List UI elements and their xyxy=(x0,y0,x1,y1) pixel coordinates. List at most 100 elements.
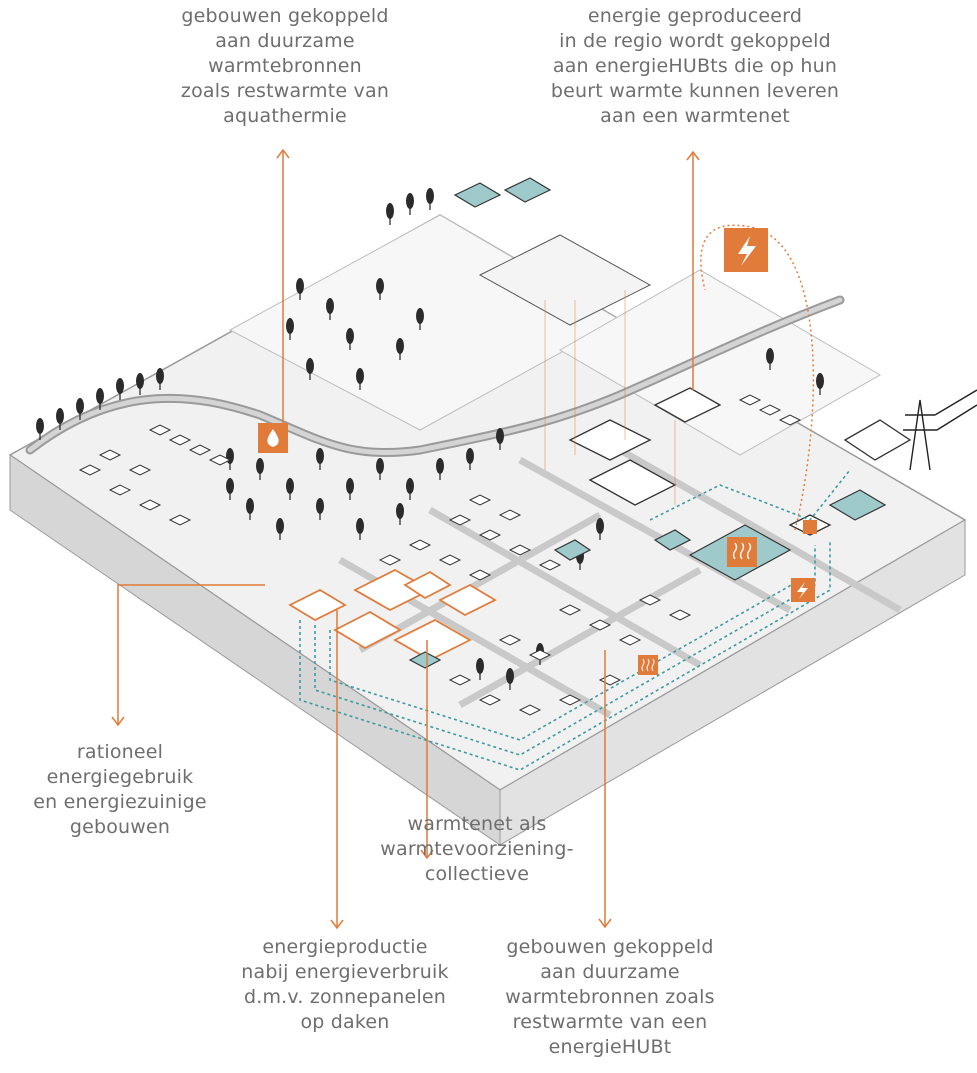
lightning-icon xyxy=(724,228,768,272)
house xyxy=(168,434,192,446)
tree xyxy=(496,428,504,450)
house xyxy=(668,609,692,621)
main-road-inner xyxy=(27,297,843,456)
tree xyxy=(426,188,434,210)
tree xyxy=(356,518,364,540)
pipe-loop-mid xyxy=(314,545,816,756)
teal-building-c xyxy=(453,182,502,208)
house xyxy=(498,509,522,521)
house xyxy=(98,449,122,461)
house xyxy=(518,704,542,716)
solar-building-5 xyxy=(438,583,497,617)
solar-roof-buildings xyxy=(288,568,497,662)
tree xyxy=(256,458,264,480)
street-grid xyxy=(338,446,902,719)
tree xyxy=(436,458,444,480)
street-e xyxy=(458,566,702,709)
ground-slab xyxy=(8,214,967,846)
solar-building-2 xyxy=(333,610,402,650)
tree xyxy=(406,478,414,500)
tree xyxy=(296,278,304,300)
house xyxy=(758,404,782,416)
pylon-wire-1 xyxy=(934,389,977,416)
tree xyxy=(816,373,824,395)
tree xyxy=(316,448,324,470)
street-c xyxy=(518,456,792,614)
solar-building-1 xyxy=(288,588,347,622)
tree xyxy=(276,518,284,540)
house xyxy=(128,464,152,476)
house xyxy=(408,539,432,551)
tree xyxy=(376,458,384,480)
warehouse xyxy=(653,387,722,423)
tree xyxy=(156,368,164,390)
house xyxy=(558,694,582,706)
house xyxy=(538,559,562,571)
tree xyxy=(396,503,404,525)
house xyxy=(168,514,192,526)
pylon-wire-2 xyxy=(936,404,977,431)
tree xyxy=(96,388,104,410)
pipe-loop-inner xyxy=(329,579,801,741)
tree xyxy=(396,338,404,360)
tree xyxy=(356,368,364,390)
tree xyxy=(226,478,234,500)
power-plant xyxy=(843,419,912,461)
street-d xyxy=(358,511,602,654)
field-cattle xyxy=(478,234,652,326)
teal-building-a xyxy=(653,529,692,551)
pipe-loop-outer xyxy=(299,540,831,771)
heat-waves-icon xyxy=(727,537,757,567)
electricity-pylon xyxy=(903,389,977,471)
tree xyxy=(76,398,84,420)
tree xyxy=(326,298,334,320)
house-blocks xyxy=(78,394,802,716)
tree xyxy=(286,318,294,340)
energy-flow-lines xyxy=(111,148,815,930)
annotation-hub-residual-heat: gebouwen gekoppeld aan duurzame warmtebr… xyxy=(505,936,715,1058)
house xyxy=(498,634,522,646)
water-drop-icon xyxy=(258,423,288,453)
lightning-icon xyxy=(803,520,817,534)
heat-waves-icon xyxy=(638,655,658,675)
tree xyxy=(56,408,64,430)
field-east xyxy=(559,269,881,456)
house xyxy=(778,414,802,426)
tree xyxy=(376,278,384,300)
pointer-top-left-head xyxy=(276,148,290,159)
house xyxy=(508,544,532,556)
pointer-mid-left-head xyxy=(111,716,125,727)
house xyxy=(478,694,502,706)
annotation-collective-heat-network: warmtenet als warmtevoorziening- collect… xyxy=(380,813,574,885)
house xyxy=(448,514,472,526)
pointer-bot-right-head xyxy=(598,918,612,929)
tree xyxy=(506,668,514,690)
street-b xyxy=(428,506,702,669)
pipe-hub-link xyxy=(649,469,851,521)
tree xyxy=(36,418,44,440)
annotation-solar-rooftops: energieproductie nabij energieverbruik d… xyxy=(241,936,449,1033)
house xyxy=(78,464,102,476)
teal-building-f xyxy=(408,651,442,669)
teal-building-d xyxy=(503,177,552,203)
hub-arc xyxy=(700,224,815,531)
lightning-icon xyxy=(791,578,815,602)
pointer-mid-left xyxy=(117,584,265,725)
house xyxy=(148,424,172,436)
annotation-rational-energy-use: rationeel energiegebruik en energiezuini… xyxy=(33,741,207,838)
house xyxy=(468,569,492,581)
slab-side-right xyxy=(499,519,966,846)
house xyxy=(528,649,552,661)
pointer-top-right-head xyxy=(686,150,700,161)
annotation-regional-energy-hubs: energie geproduceerd in de regio wordt g… xyxy=(550,5,840,127)
pointer-bot-center-head xyxy=(330,919,344,930)
tree xyxy=(246,498,254,520)
tree xyxy=(116,378,124,400)
tree xyxy=(346,478,354,500)
farmland xyxy=(228,214,881,456)
tree xyxy=(136,373,144,395)
tree xyxy=(406,193,414,215)
solar-building-6 xyxy=(403,570,452,600)
house xyxy=(138,499,162,511)
heat-network-pipes xyxy=(299,469,851,771)
